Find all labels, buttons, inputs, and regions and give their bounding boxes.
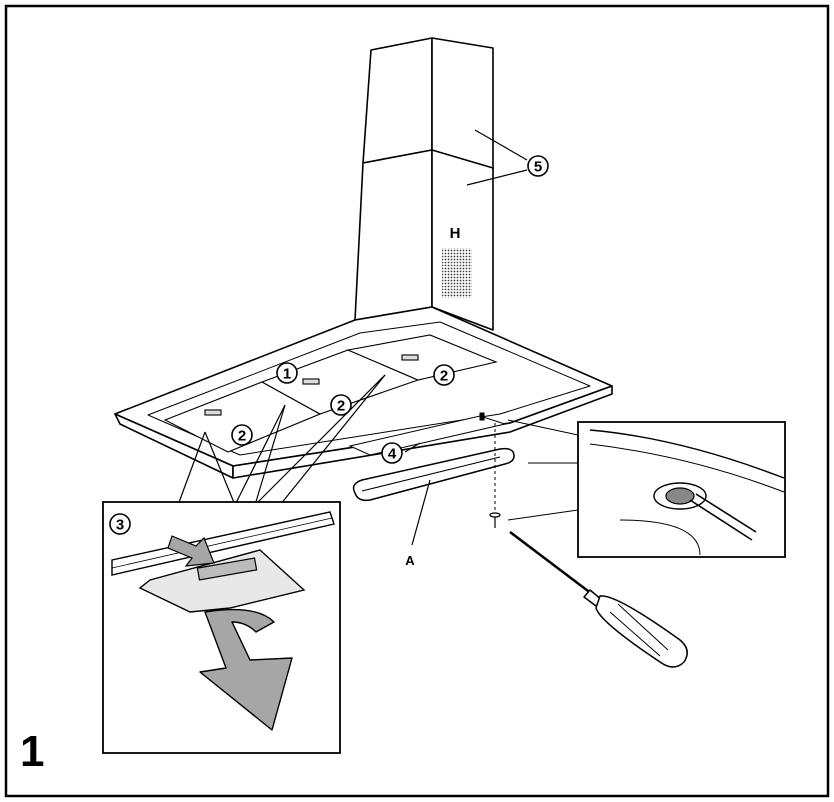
callout-3: 3 <box>110 514 130 534</box>
svg-text:2: 2 <box>238 428 246 445</box>
label-h: H <box>450 225 461 242</box>
callout-2-right: 2 <box>434 365 454 385</box>
chimney-lower-side <box>432 150 493 330</box>
inset-screw-detail <box>578 422 785 557</box>
vent-grille <box>442 248 472 298</box>
chimney-upper-front <box>363 38 432 163</box>
callout-1: 1 <box>277 363 297 383</box>
figure-number: 1 <box>20 727 44 776</box>
callout-2-middle: 2 <box>331 395 351 415</box>
svg-text:5: 5 <box>534 159 542 176</box>
filter-handle-middle <box>303 379 319 384</box>
svg-text:2: 2 <box>337 398 345 415</box>
callout-2-left: 2 <box>232 425 252 445</box>
label-a: A <box>405 553 415 568</box>
callout-5: 5 <box>528 156 548 176</box>
callout-4: 4 <box>382 443 402 463</box>
svg-text:3: 3 <box>116 517 124 534</box>
svg-text:2: 2 <box>440 368 448 385</box>
inset-filter-removal <box>103 502 340 753</box>
svg-text:4: 4 <box>388 446 397 463</box>
filter-handle-left <box>205 410 221 415</box>
svg-text:1: 1 <box>283 366 291 383</box>
chimney-lower-front <box>355 150 432 320</box>
filter-handle-right <box>402 355 418 360</box>
